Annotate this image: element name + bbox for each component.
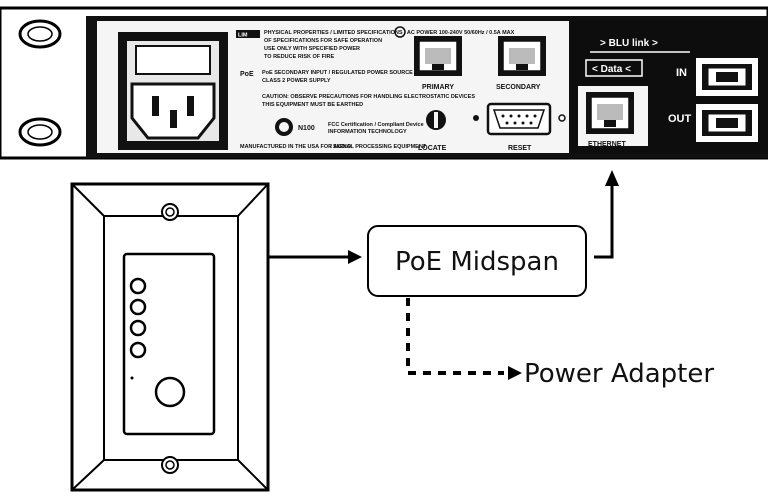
dashed-line-to-power <box>406 298 504 375</box>
connection-lines <box>268 170 619 380</box>
label-block-1: PHYSICAL PROPERTIES / LIMITED SPECIFICAT… <box>264 30 515 36</box>
primary-port: PRIMARY <box>414 36 462 91</box>
svg-text:INFORMATION TECHNOLOGY: INFORMATION TECHNOLOGY <box>328 129 407 135</box>
controller-knob <box>154 376 186 408</box>
svg-text:ETHERNET: ETHERNET <box>588 141 626 148</box>
ethernet-port: ETHERNET <box>578 86 648 148</box>
controller-buttons <box>129 277 147 359</box>
arrow-poe-to-ethernet <box>594 184 614 259</box>
poe-midspan-box: PoE Midspan <box>367 225 587 297</box>
svg-text:USE ONLY WITH SPECIFIED POWER: USE ONLY WITH SPECIFIED POWER <box>264 46 360 52</box>
label-block-2: PoE SECONDARY INPUT / REGULATED POWER SO… <box>262 70 413 76</box>
svg-text:PoE: PoE <box>240 71 254 78</box>
svg-text:PRIMARY: PRIMARY <box>422 84 454 91</box>
rack-unit: LIM PHYSICAL PROPERTIES / LIMITED SPECIF… <box>0 6 768 160</box>
label-text-area: LIM PHYSICAL PROPERTIES / LIMITED SPECIF… <box>236 26 515 150</box>
power-adapter-label: Power Adapter <box>524 359 714 389</box>
svg-text:CLASS 2 POWER SUPPLY: CLASS 2 POWER SUPPLY <box>262 78 331 84</box>
svg-text:THIS EQUIPMENT MUST BE EARTHED: THIS EQUIPMENT MUST BE EARTHED <box>262 102 363 108</box>
secondary-port: SECONDARY <box>496 36 546 91</box>
svg-text:/ SIGNAL PROCESSING EQUIPMENT: / SIGNAL PROCESSING EQUIPMENT <box>330 144 427 150</box>
model-label: N100 <box>298 125 315 132</box>
bottom-text: MANUFACTURED IN THE USA FOR AUDIO <box>240 144 352 150</box>
svg-text:LIM: LIM <box>238 33 248 39</box>
cert-text: FCC Certification / Compliant Device <box>328 122 424 128</box>
svg-text:RESET: RESET <box>508 145 532 152</box>
power-inlet <box>118 32 228 150</box>
blu-out-port <box>696 104 758 142</box>
in-label: IN <box>676 67 687 79</box>
wall-plate-screw-top <box>161 203 179 221</box>
wall-plate <box>70 182 270 492</box>
blu-link-label: > BLU link > <box>600 38 658 49</box>
label-block-3: CAUTION: OBSERVE PRECAUTIONS FOR HANDLIN… <box>262 94 475 100</box>
reset-serial-port: RESET <box>473 102 566 152</box>
svg-text:LOCATE: LOCATE <box>418 145 447 152</box>
locate-button: LOCATE <box>418 110 447 152</box>
poe-midspan-label: PoE Midspan <box>395 247 559 277</box>
data-label: < Data < <box>592 64 631 75</box>
wall-controller <box>122 252 216 436</box>
blu-in-port <box>696 58 758 96</box>
wall-plate-screw-bottom <box>161 456 179 474</box>
svg-text:OF SPECIFICATIONS FOR SAFE OPE: OF SPECIFICATIONS FOR SAFE OPERATION <box>264 38 382 44</box>
svg-text:SECONDARY: SECONDARY <box>496 84 541 91</box>
out-label: OUT <box>668 113 692 125</box>
svg-text:TO REDUCE RISK OF FIRE: TO REDUCE RISK OF FIRE <box>264 54 335 60</box>
